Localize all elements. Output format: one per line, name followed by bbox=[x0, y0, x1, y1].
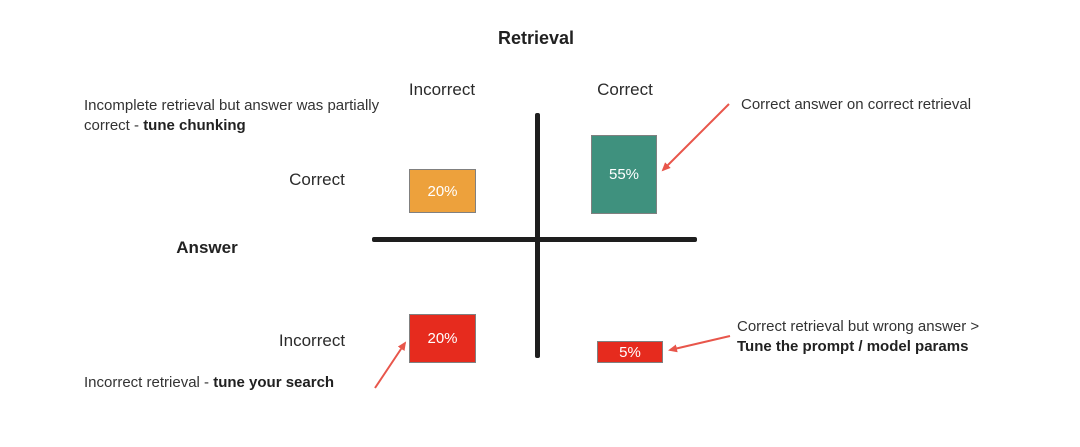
annotation-text: Incomplete retrieval but answer was part… bbox=[84, 97, 380, 134]
row-label-answer-incorrect: Incorrect bbox=[278, 331, 346, 350]
vertical-axis-line bbox=[535, 113, 540, 358]
horizontal-axis-line bbox=[372, 237, 697, 242]
annotation-text-bold: tune chunking bbox=[143, 117, 246, 134]
annotation-text-bold: Tune the prompt / model params bbox=[737, 338, 969, 355]
quadrant-box-answer-correct-retrieval-incorrect: 20% bbox=[409, 169, 476, 213]
page-title: Retrieval bbox=[497, 28, 575, 48]
annotation-text: Incorrect retrieval - bbox=[84, 374, 214, 391]
row-label-answer-correct: Correct bbox=[289, 170, 345, 189]
quadrant-value: 20% bbox=[427, 330, 458, 347]
annotation-tune-chunking: Incomplete retrieval but answer was part… bbox=[84, 96, 396, 136]
quadrant-box-answer-incorrect-retrieval-incorrect: 20% bbox=[409, 314, 476, 363]
column-label-retrieval-incorrect: Incorrect bbox=[408, 80, 476, 99]
annotation-tune-prompt: Correct retrieval but wrong answer > Tune… bbox=[737, 317, 1077, 357]
arrow-to-red-5-box bbox=[668, 335, 731, 353]
annotation-text: Correct retrieval but wrong answer > bbox=[737, 318, 980, 335]
quadrant-box-answer-correct-retrieval-correct: 55% bbox=[591, 135, 657, 214]
y-axis-label: Answer bbox=[176, 238, 238, 257]
annotation-tune-your-search: Incorrect retrieval - tune your search bbox=[84, 373, 414, 393]
quadrant-value: 55% bbox=[608, 166, 640, 183]
annotation-correct-on-correct: Correct answer on correct retrieval bbox=[741, 95, 1061, 115]
annotation-text-bold: tune your search bbox=[213, 374, 335, 391]
quadrant-value: 5% bbox=[619, 343, 641, 361]
annotation-text: Correct answer on correct retrieval bbox=[741, 96, 972, 113]
column-label-retrieval-correct: Correct bbox=[597, 80, 653, 99]
quadrant-value: 20% bbox=[427, 182, 458, 200]
arrow-to-teal-box bbox=[661, 103, 730, 172]
quadrant-box-answer-incorrect-retrieval-correct: 5% bbox=[597, 341, 663, 363]
